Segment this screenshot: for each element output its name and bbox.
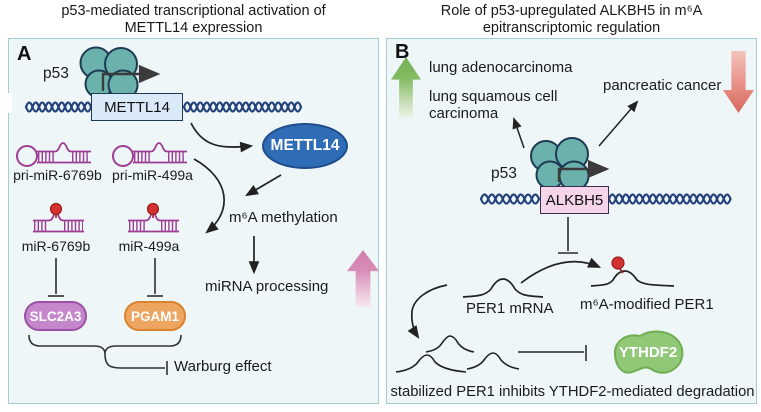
panel-a-title: p53-mediated transcriptional activation … <box>8 3 379 36</box>
lung-adenocarcinoma-label: lung adenocarcinoma <box>429 59 573 76</box>
dna-helix <box>479 193 732 205</box>
m6a-per1-wave <box>590 270 675 287</box>
slc2a3-pill: SLC2A3 <box>24 301 87 331</box>
methylation-arc-arrow <box>520 257 602 284</box>
protein-to-methylation-arrow <box>245 174 282 197</box>
transcription-arrow <box>557 159 610 182</box>
panel-b-caption: stabilized PER1 inhibits YTHDF2-mediated… <box>390 384 755 400</box>
panel-b: B lung adenocarcinoma lung squamous cell… <box>386 38 757 404</box>
gene-to-protein-arrow <box>190 122 254 153</box>
panel-a-artwork <box>16 46 303 375</box>
mir-6769b-m6a-dot <box>49 202 63 218</box>
per1-stabilized-arrow <box>407 284 448 339</box>
mir-inhibition-bars <box>48 258 163 297</box>
per1-mrna-wave <box>462 278 544 298</box>
panel-a: A p53 METTL14 METTL14 pri-miR-6769b pri-… <box>8 38 379 404</box>
m6a-modified-per1-label: m⁶A-modified PER1 <box>580 296 714 313</box>
mir-499a-label: miR-499a <box>118 238 180 254</box>
ythdf2-inhibition-bar <box>518 345 587 361</box>
pri-mir-6769b-hairpin <box>16 142 91 167</box>
p53-complex <box>79 46 139 101</box>
white-patch <box>0 93 12 113</box>
mir-6769b-label: miR-6769b <box>21 238 91 254</box>
panel-b-artwork <box>395 100 732 374</box>
p53-label-b: p53 <box>491 165 517 182</box>
pri-mir-499a-label: pri-miR-499a <box>112 167 193 183</box>
brace-warburg <box>28 334 182 375</box>
arrow-to-pancreatic-cancer <box>598 100 639 147</box>
ythdf2-label: YTHDF2 <box>618 344 678 361</box>
panel-a-letter: A <box>17 43 32 65</box>
panel-b-title-line1: Role of p53-upregulated ALKBH5 in m⁶A <box>440 3 703 19</box>
lung-squamous-label-line2: carcinoma <box>429 105 499 122</box>
alkbh5-inhibition-bar <box>558 217 578 254</box>
warburg-effect-label: Warburg effect <box>174 358 272 375</box>
mir-6769b-duplex <box>33 212 84 233</box>
mirna-processing-label: miRNA processing <box>205 278 329 295</box>
pancreatic-cancer-label: pancreatic cancer <box>603 77 722 94</box>
gene-box-mettl14: METTL14 <box>91 93 183 121</box>
pri-mir-6769b-label: pri-miR-6769b <box>13 167 102 183</box>
m6a-dot <box>611 256 625 274</box>
mettl14-protein: METTL14 <box>262 123 348 169</box>
panel-b-title-line2: epitranscriptomic regulation <box>482 19 661 36</box>
p53-label-a: p53 <box>43 65 69 82</box>
dna-helix <box>24 101 303 113</box>
panel-a-title-line1: p53-mediated transcriptional activation … <box>61 3 326 19</box>
transcription-arrow <box>101 64 161 91</box>
p53-complex <box>530 137 590 192</box>
mir-499a-m6a-dot <box>146 202 160 218</box>
lung-squamous-label-line1: lung squamous cell <box>429 88 558 105</box>
m6a-methylation-label: m⁶A methylation <box>229 209 338 226</box>
gene-box-alkbh5: ALKBH5 <box>540 186 609 214</box>
ythdf2-shape <box>613 330 684 374</box>
stabilized-per1-waves <box>395 335 520 373</box>
arrow-to-lung-carcinoma <box>512 117 525 149</box>
per1-mrna-label: PER1 mRNA <box>466 300 554 317</box>
panel-b-title: Role of p53-upregulated ALKBH5 in m⁶A ep… <box>386 3 757 36</box>
pgam1-pill: PGAM1 <box>124 301 186 331</box>
pri-mir-499a-hairpin <box>112 142 187 167</box>
panel-a-title-line2: METTL14 expression <box>124 19 263 36</box>
processing-curve-arrow <box>193 158 225 234</box>
